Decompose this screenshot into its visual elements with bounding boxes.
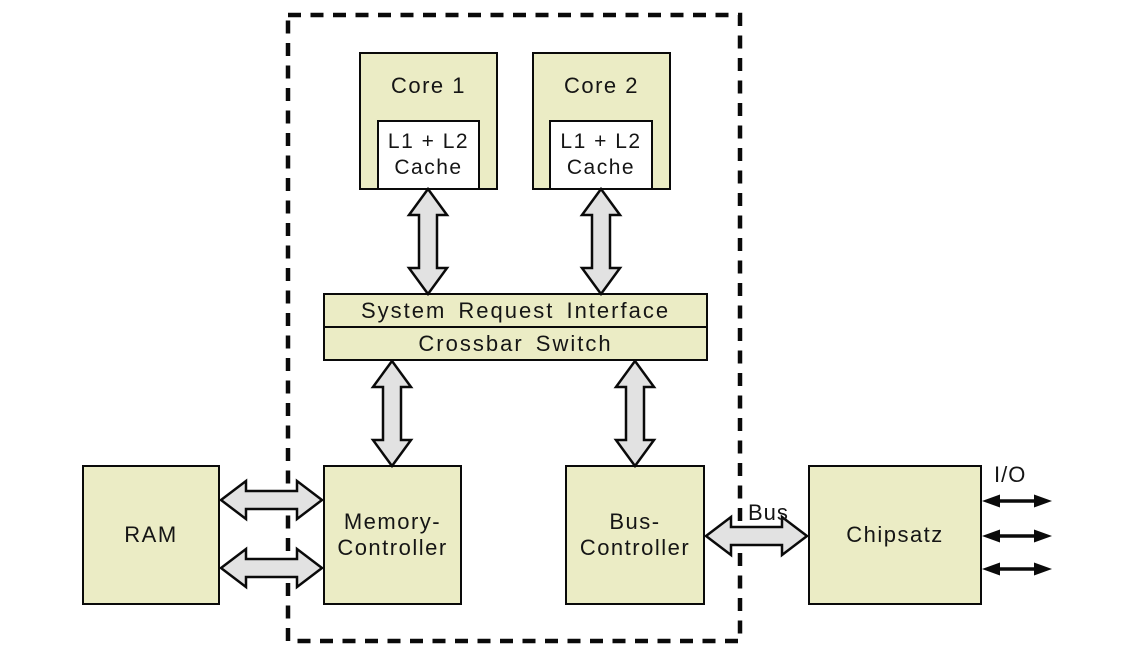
io-label: I/O (994, 462, 1027, 487)
cache-1-line-1: L1 + L2 (387, 130, 470, 153)
ram-block: RAM (82, 465, 220, 605)
ram-label: RAM (124, 522, 178, 547)
cache-2-line-2: Cache (566, 156, 636, 179)
core-2-label: Core 2 (563, 73, 640, 98)
arrow-ram-memory-controller-upper (218, 478, 325, 522)
arrow-core1-cache-to-sri (406, 186, 450, 297)
arrow-ram-memory-controller-lower (218, 546, 325, 590)
io-arrow-1 (982, 494, 1052, 508)
arrow-crossbar-to-memory-controller (370, 358, 414, 469)
chipset-block: Chipsatz (808, 465, 982, 605)
memory-controller-block: Memory- Controller (323, 465, 462, 605)
l1-l2-cache-1-block: L1 + L2 Cache (377, 120, 480, 190)
bus-label: Bus (748, 500, 789, 525)
memory-controller-line-2: Controller (337, 535, 448, 560)
arrow-crossbar-to-bus-controller (613, 358, 657, 469)
io-arrow-3 (982, 562, 1052, 576)
bus-controller-line-1: Bus- (609, 509, 661, 534)
bus-controller-block: Bus- Controller (565, 465, 705, 605)
cache-1-line-2: Cache (394, 156, 463, 179)
cache-2-line-1: L1 + L2 (560, 130, 642, 153)
crossbar-switch-label: Crossbar Switch (418, 330, 613, 356)
chipset-label: Chipsatz (846, 522, 944, 547)
memory-controller-line-1: Memory- (343, 509, 442, 534)
crossbar-switch-bar: Crossbar Switch (323, 326, 708, 361)
core-1-label: Core 1 (390, 73, 467, 98)
system-request-interface-bar: System Request Interface (323, 293, 708, 328)
arrow-core2-cache-to-sri (579, 186, 623, 297)
io-arrow-2 (982, 529, 1052, 543)
system-request-interface-label: System Request Interface (360, 297, 671, 323)
l1-l2-cache-2-block: L1 + L2 Cache (549, 120, 653, 190)
bus-controller-line-2: Controller (579, 535, 691, 560)
